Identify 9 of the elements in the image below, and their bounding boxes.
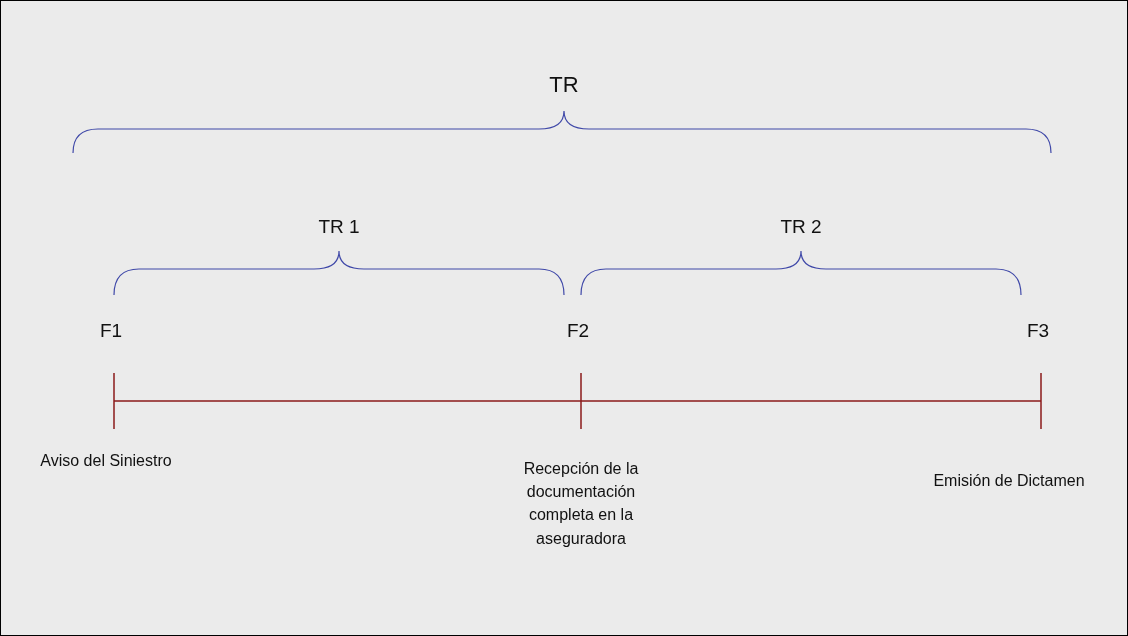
timeline-label: Recepción de la documentación completa en la aseguradora — [522, 459, 640, 549]
timeline-label: TR 1 — [317, 215, 361, 239]
timeline-label: TR 2 — [779, 215, 823, 239]
timeline-label: TR — [548, 71, 580, 99]
timeline-label: F1 — [98, 319, 124, 343]
timeline-label: F2 — [565, 319, 591, 343]
timeline-label: Aviso del Siniestro — [39, 451, 173, 471]
timeline-label: Emisión de Dictamen — [932, 471, 1086, 491]
timeline-label: F3 — [1025, 319, 1051, 343]
